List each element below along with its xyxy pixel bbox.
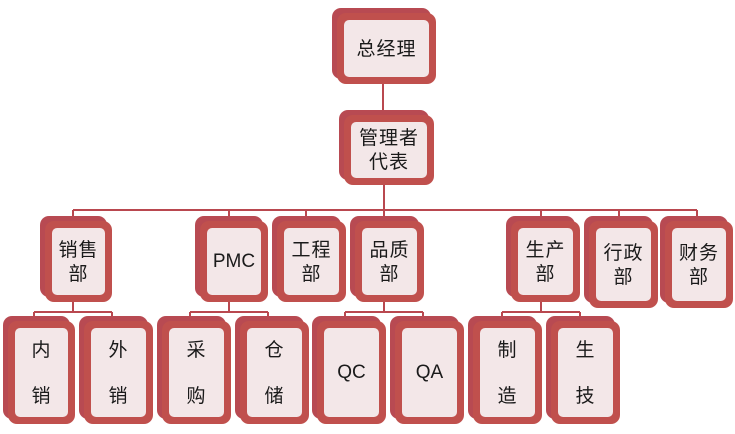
node-qc: QC <box>312 316 386 424</box>
node-production-technology: 生 技 <box>546 316 620 424</box>
node-engineering-department: 工程 部 <box>272 216 346 302</box>
node-management-representative-label: 管理者 代表 <box>358 127 419 173</box>
node-quality-department-label: 品质 部 <box>369 238 410 285</box>
node-warehouse: 仓 储 <box>235 316 309 424</box>
node-manufacturing: 制 造 <box>468 316 542 424</box>
node-export-sales-label: 外 销 <box>108 338 129 407</box>
node-engineering-department-label: 工程 部 <box>291 238 332 285</box>
node-sales-department-label: 销售 部 <box>58 238 99 285</box>
node-purchasing-label: 采 购 <box>186 338 207 407</box>
connector-production-children <box>501 302 581 318</box>
node-general-manager: 总经理 <box>332 8 436 84</box>
node-export-sales: 外 销 <box>79 316 153 424</box>
node-warehouse-label: 仓 储 <box>264 338 285 407</box>
node-production-department: 生产 部 <box>506 216 580 302</box>
connector-pmc-children <box>189 302 269 318</box>
node-domestic-sales-label: 内 销 <box>31 338 52 407</box>
node-pmc-department: PMC <box>195 216 268 302</box>
node-production-department-label: 生产 部 <box>525 238 566 285</box>
node-purchasing: 采 购 <box>157 316 231 424</box>
node-qa: QA <box>390 316 464 424</box>
node-manufacturing-label: 制 造 <box>497 338 518 407</box>
node-qc-label: QC <box>337 361 366 383</box>
node-quality-department: 品质 部 <box>350 216 424 302</box>
node-finance-department: 财务 部 <box>660 216 733 308</box>
node-administration-department-label: 行政 部 <box>603 241 644 288</box>
node-management-representative: 管理者 代表 <box>339 110 434 185</box>
node-qa-label: QA <box>415 361 444 383</box>
node-finance-department-label: 财务 部 <box>678 241 719 288</box>
node-domestic-sales: 内 销 <box>3 316 75 424</box>
connector-quality-children <box>344 302 424 318</box>
node-production-technology-label: 生 技 <box>575 338 596 407</box>
connector-sales-children <box>33 302 113 318</box>
node-general-manager-label: 总经理 <box>356 37 417 60</box>
node-pmc-department-label: PMC <box>212 250 256 272</box>
node-sales-department: 销售 部 <box>40 216 112 302</box>
node-administration-department: 行政 部 <box>584 216 658 308</box>
